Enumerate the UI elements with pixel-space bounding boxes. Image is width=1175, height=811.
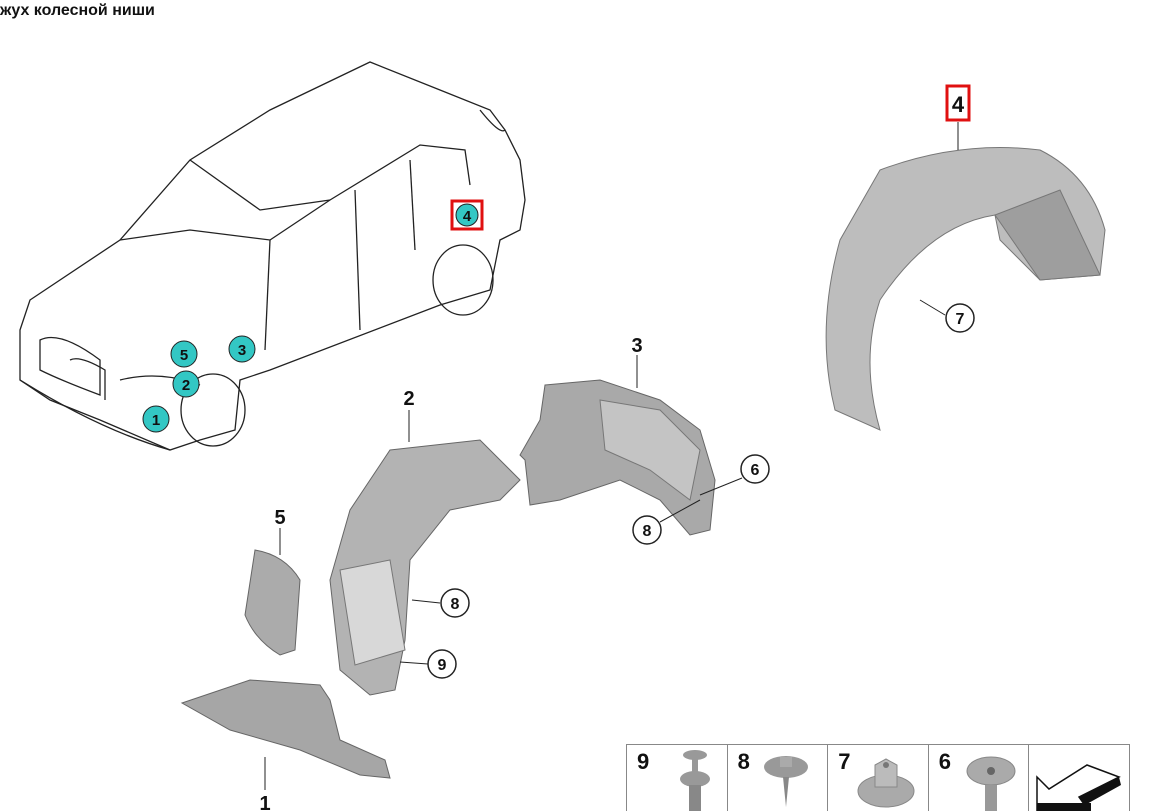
car-marker-2[interactable]: 2 — [172, 370, 200, 398]
collar-nut-icon — [857, 758, 915, 808]
svg-text:1: 1 — [152, 412, 160, 429]
legend-item-9[interactable]: 9 — [627, 745, 728, 811]
svg-text:2: 2 — [182, 377, 190, 394]
car-marker-3[interactable]: 3 — [228, 335, 256, 363]
part-3-front-liner-rear — [519, 355, 743, 536]
svg-text:5: 5 — [180, 347, 188, 364]
svg-text:9: 9 — [438, 657, 447, 674]
part-4-rear-wheel-arch-liner — [825, 122, 1106, 431]
legend-item-arrow[interactable] — [1029, 745, 1129, 811]
expanding-rivet-icon — [966, 756, 1016, 811]
svg-text:8: 8 — [451, 596, 460, 613]
callout-8-lower[interactable]: 8 — [440, 588, 470, 618]
callout-9[interactable]: 9 — [427, 649, 457, 679]
legend-item-6[interactable]: 6 — [929, 745, 1030, 811]
push-rivet-icon — [680, 750, 710, 811]
screw-icon — [763, 756, 808, 807]
part-label-5[interactable]: 5 — [274, 507, 285, 529]
part-label-4[interactable]: 4 — [952, 92, 965, 117]
part-1-lower-cover — [180, 679, 391, 790]
callout-8-upper[interactable]: 8 — [632, 515, 662, 545]
part-label-2[interactable]: 2 — [403, 388, 414, 410]
car-marker-1[interactable]: 1 — [142, 405, 170, 433]
highlight-box-4 — [945, 84, 971, 122]
car-marker-5[interactable]: 5 — [170, 340, 198, 368]
part-2-front-wheel-arch-liner — [329, 410, 521, 696]
callout-6[interactable]: 6 — [740, 454, 770, 484]
car-marker-4[interactable]: 4 — [450, 199, 484, 231]
callout-7[interactable]: 7 — [945, 303, 975, 333]
part-5-cover — [244, 528, 301, 656]
svg-text:3: 3 — [238, 342, 246, 359]
svg-text:6: 6 — [751, 462, 760, 479]
car-illustration — [19, 61, 526, 451]
legend-item-7[interactable]: 7 — [828, 745, 929, 811]
svg-text:8: 8 — [643, 523, 652, 540]
page-title: жух колесной ниши — [0, 2, 155, 19]
legend-item-8[interactable]: 8 — [728, 745, 829, 811]
svg-text:4: 4 — [463, 208, 472, 225]
arrow-icon — [1036, 764, 1122, 811]
part-label-1[interactable]: 1 — [259, 793, 270, 810]
part-label-3[interactable]: 3 — [631, 335, 642, 357]
fastener-legend: 9 8 7 6 — [626, 744, 1130, 811]
svg-text:7: 7 — [956, 311, 965, 328]
